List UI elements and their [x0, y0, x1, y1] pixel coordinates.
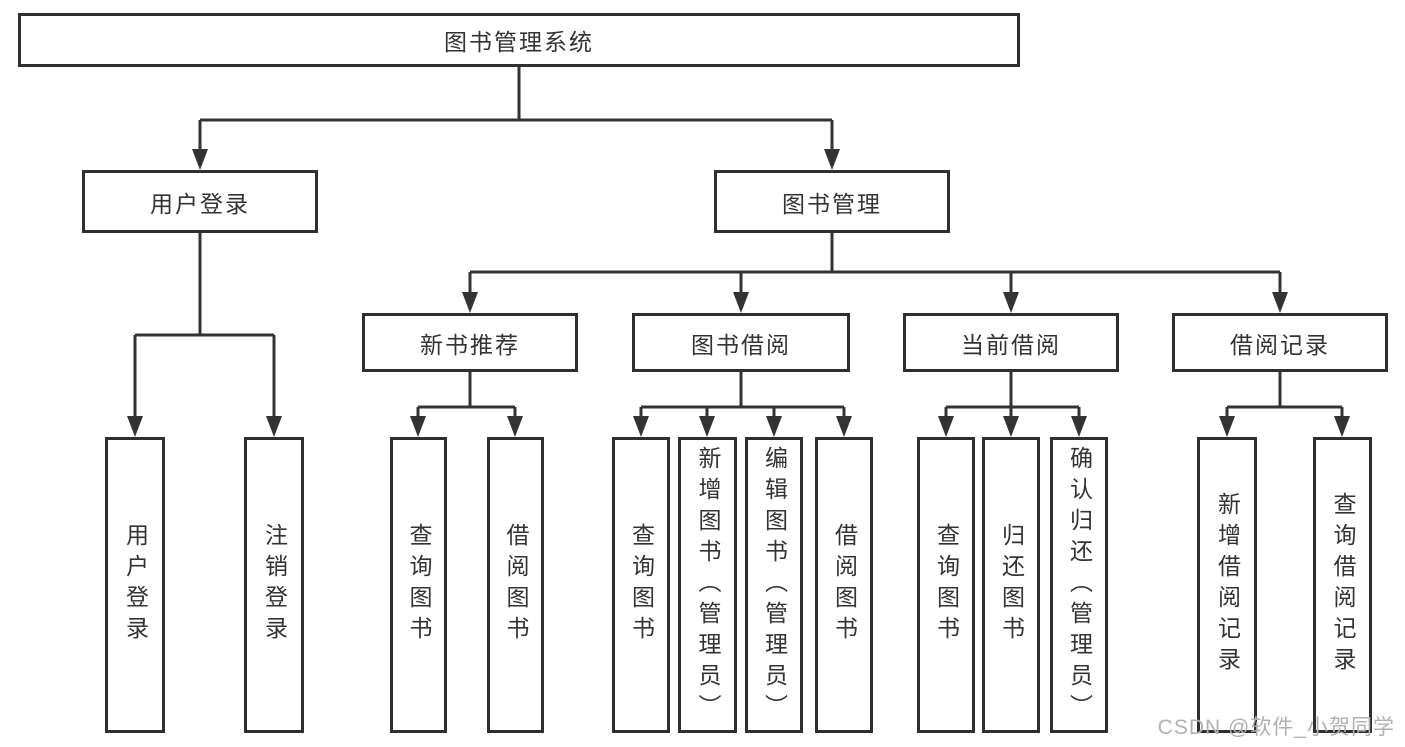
- leaf-return-books-label: 归还图书: [998, 523, 1025, 647]
- csdn-watermark: CSDN @软件_小贺同学: [1157, 716, 1395, 739]
- connector-book-management-to-level2: [462, 233, 1288, 313]
- node-book-management: 图书管理: [714, 170, 950, 233]
- leaf-add-borrow-record-label: 新增借阅记录: [1214, 492, 1241, 678]
- leaf-query-borrow-record-label: 查询借阅记录: [1330, 492, 1356, 678]
- leaf-logout: 注销登录: [244, 437, 304, 733]
- node-book-borrow: 图书借阅: [632, 313, 850, 372]
- leaf-edit-books-admin: 编辑图书（管理员）: [745, 437, 803, 733]
- leaf-add-books-admin: 新增图书（管理员）: [678, 437, 737, 733]
- node-user-login: 用户登录: [82, 170, 318, 233]
- node-book-borrow-label: 图书借阅: [691, 331, 791, 358]
- leaf-recommend-query-books: 查询图书: [390, 437, 447, 733]
- leaf-borrow-query-books-label: 查询图书: [628, 523, 655, 647]
- leaf-return-books: 归还图书: [982, 437, 1040, 733]
- leaf-user-login-label: 用户登录: [122, 523, 149, 647]
- node-new-book-recommend: 新书推荐: [362, 313, 578, 372]
- leaf-user-login: 用户登录: [105, 437, 165, 733]
- node-root-system-label: 图书管理系统: [444, 29, 594, 55]
- leaf-borrow-query-books: 查询图书: [612, 437, 670, 733]
- node-current-borrow: 当前借阅: [903, 313, 1119, 372]
- leaf-query-borrow-record: 查询借阅记录: [1313, 437, 1372, 733]
- node-user-login-label: 用户登录: [150, 190, 250, 217]
- leaf-recommend-query-books-label: 查询图书: [406, 523, 432, 647]
- leaf-borrow-books: 借阅图书: [815, 437, 873, 733]
- leaf-current-query-books: 查询图书: [917, 437, 975, 733]
- connector-borrow-records-to-leaves: [1219, 372, 1350, 437]
- node-book-management-label: 图书管理: [782, 190, 882, 217]
- leaf-logout-label: 注销登录: [261, 523, 288, 647]
- node-borrow-records: 借阅记录: [1172, 313, 1388, 372]
- node-root-system: 图书管理系统: [18, 13, 1020, 67]
- leaf-confirm-return-admin: 确认归还（管理员）: [1050, 437, 1108, 733]
- connector-current-borrow-to-leaves: [938, 372, 1087, 437]
- node-borrow-records-label: 借阅记录: [1230, 331, 1330, 358]
- leaf-recommend-borrow-books: 借阅图书: [487, 437, 544, 733]
- leaf-current-query-books-label: 查询图书: [933, 523, 960, 647]
- leaf-add-books-admin-label: 新增图书（管理员）: [695, 445, 721, 725]
- leaf-borrow-books-label: 借阅图书: [831, 523, 858, 647]
- connector-root-to-level1: [192, 67, 840, 170]
- connector-user-login-to-leaves: [127, 233, 282, 437]
- leaf-recommend-borrow-books-label: 借阅图书: [503, 523, 529, 647]
- connector-book-borrow-to-leaves: [633, 372, 852, 437]
- node-current-borrow-label: 当前借阅: [961, 331, 1061, 358]
- leaf-edit-books-admin-label: 编辑图书（管理员）: [761, 445, 788, 725]
- node-new-book-recommend-label: 新书推荐: [420, 331, 520, 358]
- connector-new-book-recommend-to-leaves: [410, 372, 523, 437]
- leaf-add-borrow-record: 新增借阅记录: [1197, 437, 1257, 733]
- leaf-confirm-return-admin-label: 确认归还（管理员）: [1066, 445, 1093, 725]
